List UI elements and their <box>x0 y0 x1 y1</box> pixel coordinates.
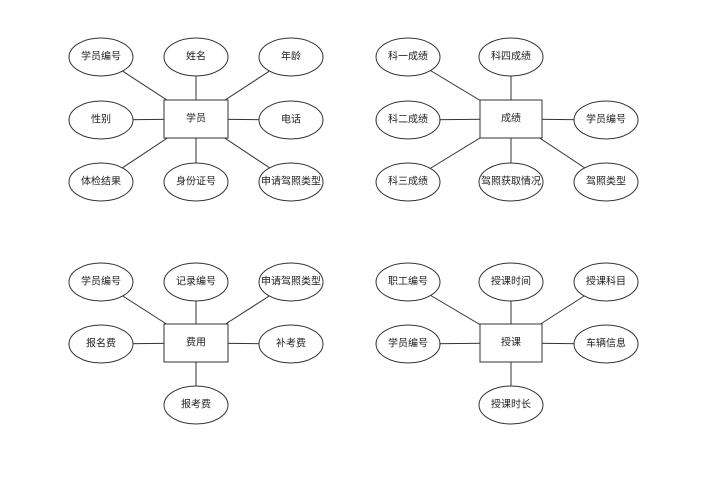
attribute-label: 学员编号 <box>586 113 626 126</box>
attribute-label: 科三成绩 <box>388 175 428 188</box>
attribute-label: 记录编号 <box>176 275 216 288</box>
attribute-ellipse <box>375 100 441 140</box>
entity-box <box>479 99 543 139</box>
attribute-label: 科四成绩 <box>491 50 531 63</box>
attribute-ellipse <box>478 37 544 77</box>
attribute-ellipse <box>478 385 544 425</box>
entity-box <box>479 323 543 363</box>
attribute-label: 授课时长 <box>491 398 531 411</box>
attribute-label: 体检结果 <box>81 175 121 188</box>
attribute-ellipse <box>68 37 134 77</box>
attribute-ellipse <box>375 324 441 364</box>
attribute-ellipse <box>258 37 324 77</box>
attribute-label: 授课科目 <box>586 275 626 288</box>
attribute-label: 科二成绩 <box>388 113 428 126</box>
attribute-ellipse <box>478 262 544 302</box>
attribute-ellipse <box>258 262 324 302</box>
attribute-ellipse <box>478 162 544 202</box>
attribute-label: 报名费 <box>86 337 116 350</box>
attribute-ellipse <box>573 262 639 302</box>
attribute-label: 姓名 <box>186 50 206 63</box>
attribute-ellipse <box>258 324 324 364</box>
entity-box <box>163 99 229 139</box>
attribute-ellipse <box>573 324 639 364</box>
attribute-label: 学员编号 <box>81 275 121 288</box>
attribute-label: 车辆信息 <box>586 337 626 350</box>
attribute-ellipse <box>163 385 229 425</box>
attribute-label: 补考费 <box>276 337 306 350</box>
attribute-label: 性别 <box>91 113 111 126</box>
entity-label: 费用 <box>186 336 206 349</box>
attribute-label: 申请驾照类型 <box>261 175 321 188</box>
attribute-label: 驾照获取情况 <box>481 175 541 188</box>
entity-label: 授课 <box>501 336 521 349</box>
attribute-ellipse <box>258 162 324 202</box>
entity-label: 成绩 <box>501 112 521 125</box>
attribute-label: 电话 <box>281 113 301 126</box>
attribute-label: 驾照类型 <box>586 175 626 188</box>
attribute-ellipse <box>375 162 441 202</box>
entity-box <box>163 323 229 363</box>
attribute-ellipse <box>375 262 441 302</box>
attribute-ellipse <box>163 162 229 202</box>
attribute-ellipse <box>68 162 134 202</box>
attribute-label: 学员编号 <box>81 50 121 63</box>
attribute-label: 授课时间 <box>491 275 531 288</box>
attribute-label: 科一成绩 <box>388 50 428 63</box>
attribute-ellipse <box>163 262 229 302</box>
entity-label: 学员 <box>186 112 206 125</box>
attribute-label: 学员编号 <box>388 337 428 350</box>
attribute-label: 报考费 <box>181 398 211 411</box>
attribute-ellipse <box>68 324 134 364</box>
attribute-label: 申请驾照类型 <box>261 275 321 288</box>
attribute-ellipse <box>163 37 229 77</box>
attribute-ellipse <box>573 100 639 140</box>
attribute-ellipse <box>258 100 324 140</box>
attribute-ellipse <box>68 262 134 302</box>
attribute-ellipse <box>68 100 134 140</box>
attribute-ellipse <box>573 162 639 202</box>
attribute-label: 年龄 <box>281 50 301 63</box>
attribute-label: 职工编号 <box>388 275 428 288</box>
attribute-label: 身份证号 <box>176 175 216 188</box>
attribute-ellipse <box>375 37 441 77</box>
